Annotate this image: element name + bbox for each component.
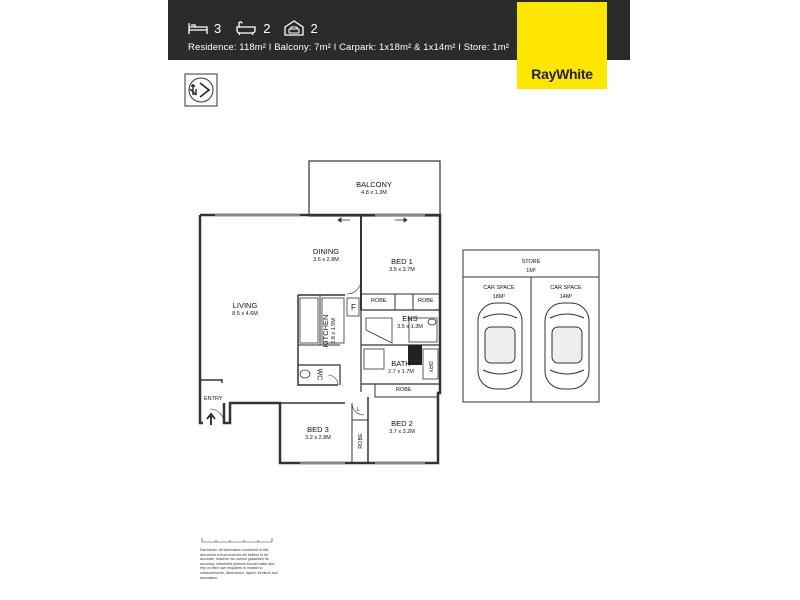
bath-icon xyxy=(236,21,256,35)
bathrooms-stat: 2 xyxy=(235,21,270,36)
bedrooms-count: 3 xyxy=(214,20,222,36)
entry-label: ENTRY xyxy=(204,396,223,402)
dry-label: DRY xyxy=(426,361,433,373)
car-spaces-count: 2 xyxy=(310,20,318,36)
car-icon xyxy=(477,302,523,390)
north-arrow-icon xyxy=(184,73,218,107)
scale-bar xyxy=(201,538,273,543)
robe-label: ROBE xyxy=(371,298,387,304)
property-stats: 3 2 2 xyxy=(188,20,318,36)
car-spaces-stat: 2 xyxy=(284,20,318,36)
room-wc: WC xyxy=(315,368,323,381)
robe-label: ROBE xyxy=(396,387,412,393)
raywhite-logo: RayWhite xyxy=(517,2,607,89)
robe-label: ROBE xyxy=(418,298,434,304)
bedrooms-stat: 3 xyxy=(188,21,221,36)
fridge-label: F xyxy=(351,303,356,312)
robe-label: ROBE xyxy=(357,433,364,449)
bed-icon xyxy=(188,23,208,34)
linen-label: L xyxy=(357,407,361,413)
brand-name: RayWhite xyxy=(531,66,593,82)
garage-icon xyxy=(284,20,305,36)
entry-arrow-icon xyxy=(206,412,216,425)
disclaimer-text: Disclaimer: All information contained in… xyxy=(200,548,278,580)
area-details: Residence: 118m² I Balcony: 7m² I Carpar… xyxy=(188,42,510,53)
car-icon xyxy=(544,302,590,390)
bathrooms-count: 2 xyxy=(263,20,271,36)
